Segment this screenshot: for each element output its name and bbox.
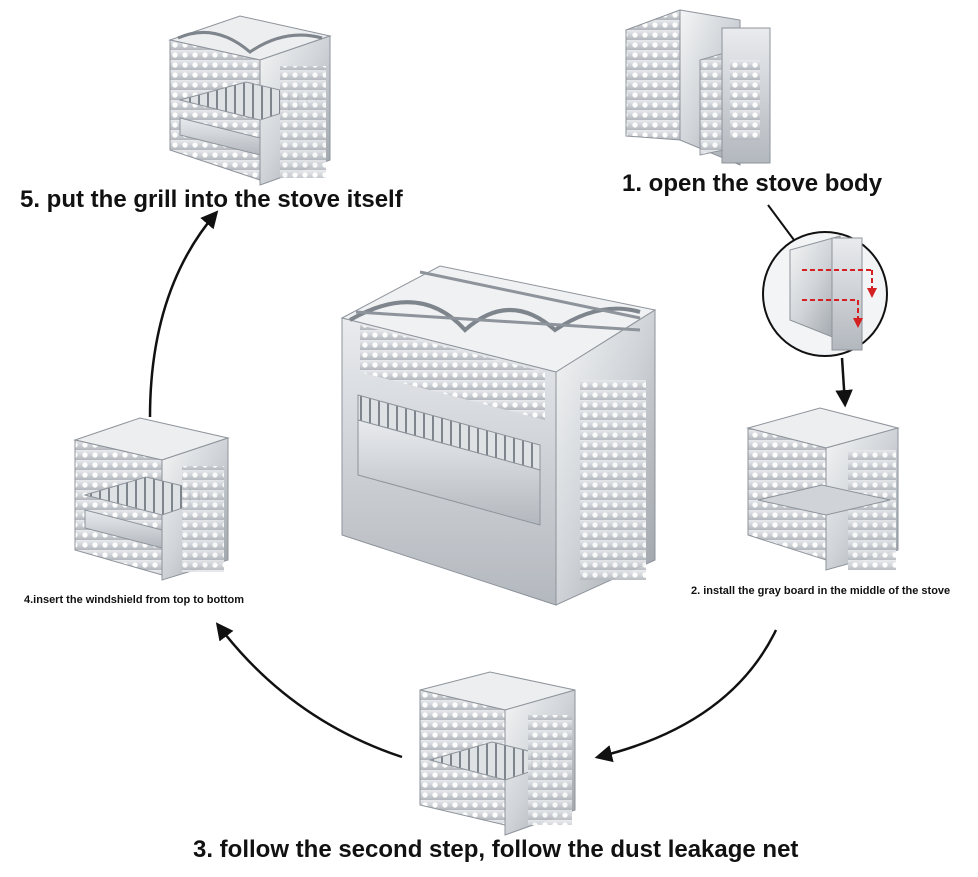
- stove-step2-image: [746, 407, 900, 571]
- arrow-4-to-5: [148, 210, 219, 418]
- arrow-2-to-3: [594, 629, 778, 763]
- detail-magnifier: [762, 204, 888, 357]
- assembled-stove-center-image: [340, 265, 657, 606]
- stove-step3-image: [419, 671, 576, 836]
- arrow-1-to-2: [835, 357, 853, 408]
- step3-caption: 3. follow the second step, follow the du…: [193, 836, 799, 863]
- step2-caption: 2. install the gray board in the middle …: [691, 585, 951, 597]
- arrow-3-to-4: [215, 622, 403, 759]
- step4-caption: 4.insert the windshield from top to bott…: [24, 594, 244, 606]
- step5-caption: 5. put the grill into the stove itself: [20, 186, 403, 213]
- stove-step4-image: [73, 417, 230, 581]
- step1-caption: 1. open the stove body: [622, 170, 883, 197]
- stove-step5-image: [168, 15, 332, 186]
- stove-step1-image: [625, 9, 771, 166]
